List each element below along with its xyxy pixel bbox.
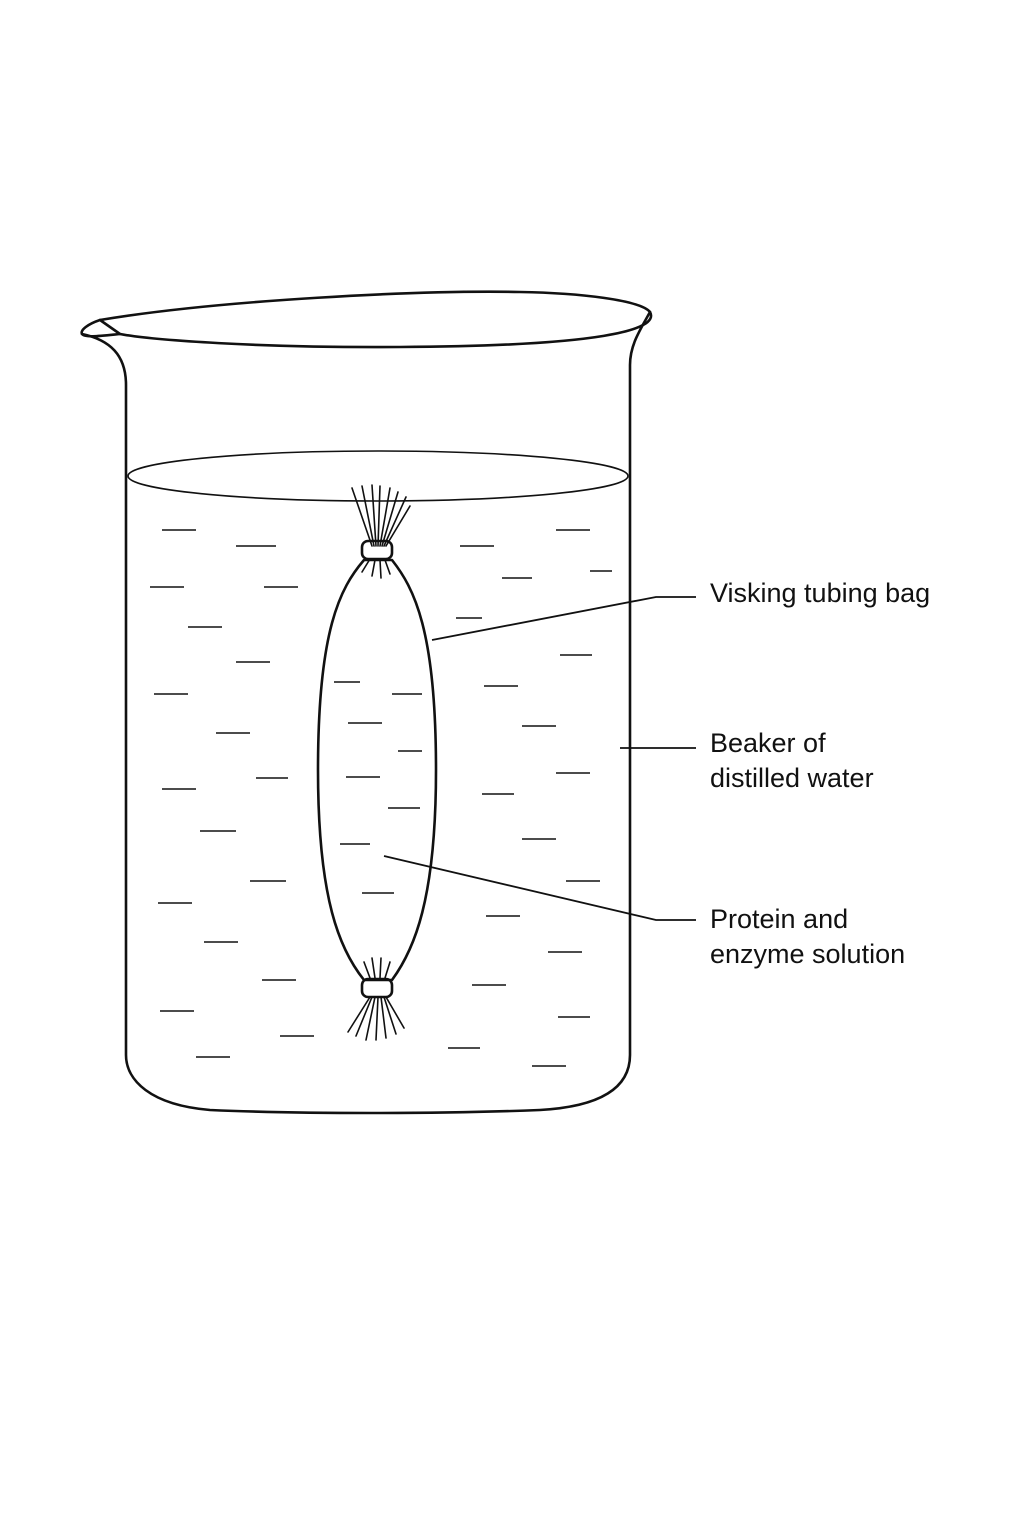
beaker-rim [98, 290, 653, 349]
water-surface [127, 450, 629, 502]
beaker [80, 290, 653, 1115]
label-solution-line1: Protein and [710, 904, 849, 934]
bag-bottom-tails [347, 996, 405, 1041]
label-beaker: Beaker of distilled water [710, 726, 874, 796]
bag-top-tails [351, 484, 411, 547]
label-beaker-line1: Beaker of [710, 728, 826, 758]
label-visking-bag-line1: Visking tubing bag [710, 578, 931, 608]
bag-solution-dashes [334, 681, 422, 894]
label-visking-bag: Visking tubing bag [710, 576, 930, 611]
label-solution: Protein and enzyme solution [710, 902, 905, 972]
bag-bottom-knot [360, 977, 394, 999]
leader-lines [383, 596, 696, 921]
beaker-spout [80, 318, 122, 338]
leader-solution [383, 855, 696, 921]
beaker-left-wall [80, 310, 652, 1115]
bag-bottom-flare [363, 957, 391, 979]
label-beaker-line2: distilled water [710, 763, 874, 793]
leader-visking-bag [431, 596, 696, 641]
bag-top-flare [361, 558, 391, 579]
label-solution-line2: enzyme solution [710, 939, 906, 969]
bag-body [316, 558, 438, 982]
visking-bag [316, 484, 438, 1041]
water-dashes [150, 529, 612, 1067]
